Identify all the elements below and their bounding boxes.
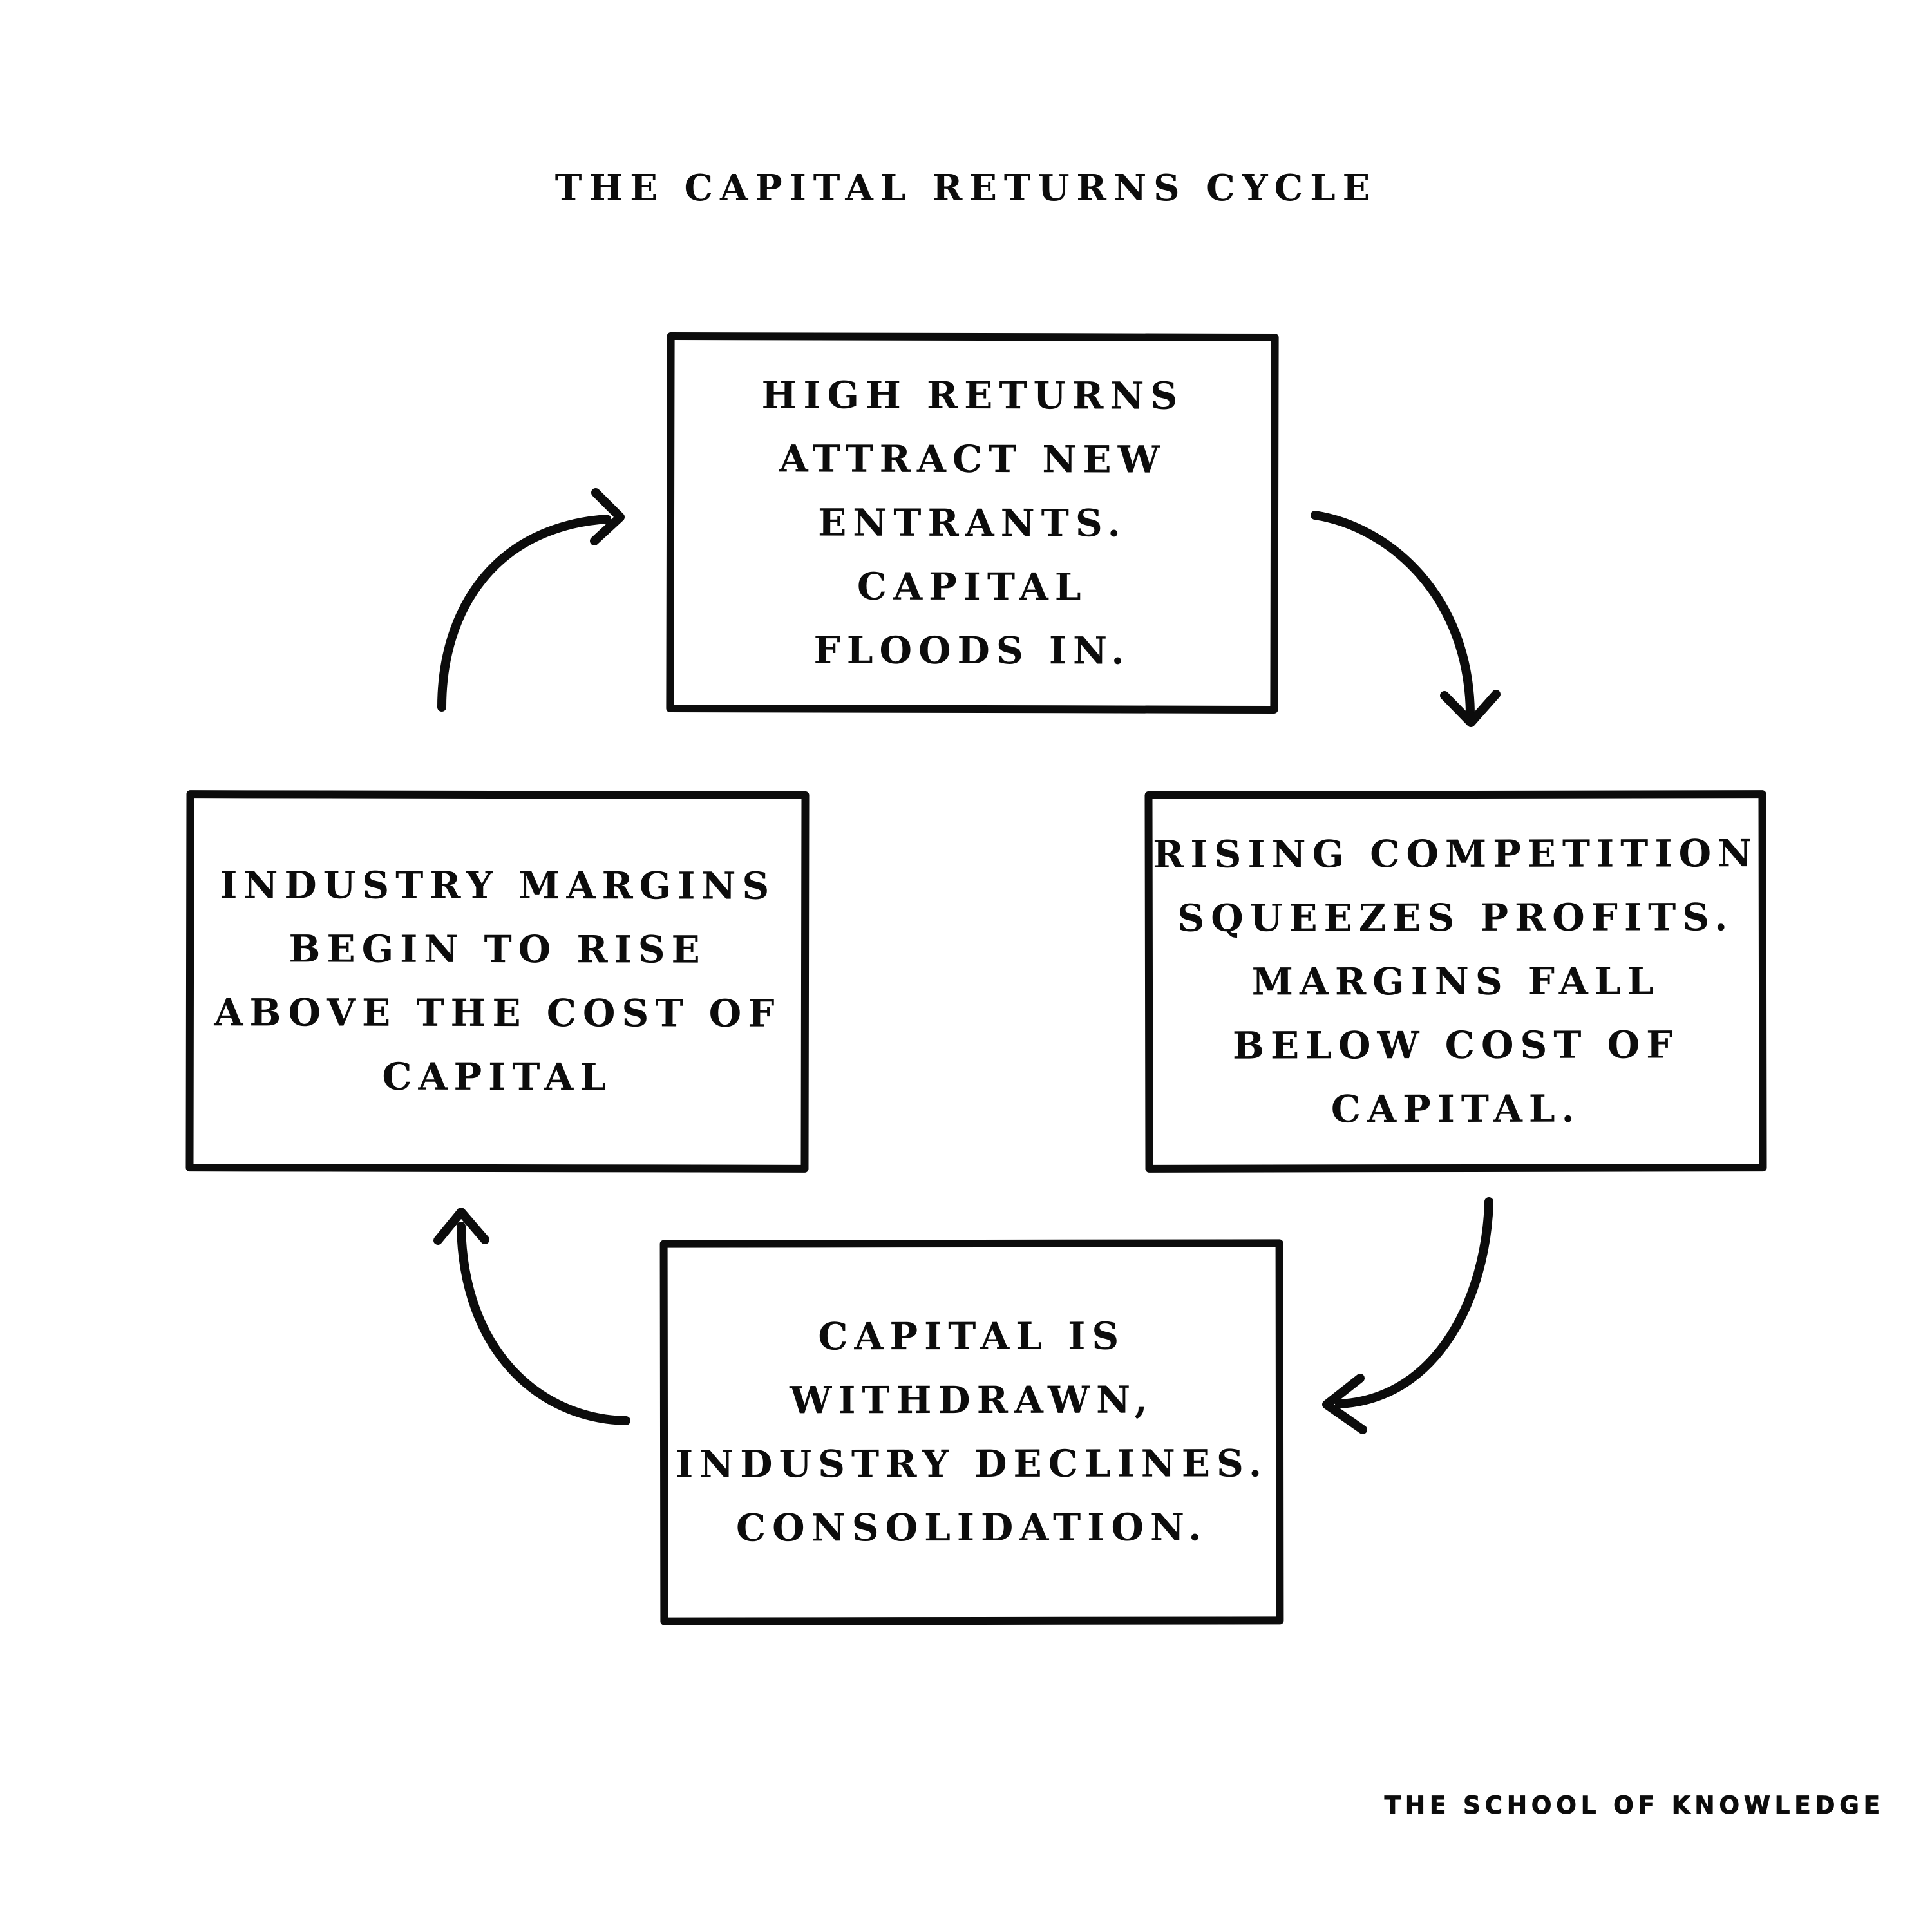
cycle-box-industry-margins-text: INDUSTRY MARGINS BEGIN TO RISE ABOVE THE… (214, 863, 781, 1099)
arrow-right-to-bottom-icon (1322, 1197, 1493, 1434)
arrow-top-to-right-icon (1311, 511, 1501, 727)
cycle-box-high-returns: HIGH RETURNS ATTRACT NEW ENTRANTS. CAPIT… (666, 332, 1279, 714)
cycle-box-capital-withdrawn-text: CAPITAL IS WITHDRAWN, INDUSTRY DECLINES.… (676, 1314, 1269, 1550)
arrow-left-to-top-head (590, 488, 625, 545)
arrow-right-to-bottom-head (1322, 1374, 1367, 1434)
arrow-top-to-right-head (1440, 690, 1501, 727)
arrow-right-to-bottom-curve (1335, 1197, 1493, 1408)
footer-brand: THE SCHOOL OF KNOWLEDGE (1384, 1792, 1884, 1820)
arrow-left-to-top-icon (437, 488, 625, 712)
cycle-box-rising-competition: RISING COMPETITION SQUEEZES PROFITS. MAR… (1144, 790, 1767, 1173)
cycle-box-industry-margins: INDUSTRY MARGINS BEGIN TO RISE ABOVE THE… (185, 790, 810, 1173)
cycle-box-rising-competition-text: RISING COMPETITION SQUEEZES PROFITS. MAR… (1153, 831, 1759, 1131)
arrow-bottom-to-left-head (433, 1208, 489, 1245)
cycle-box-capital-withdrawn: CAPITAL IS WITHDRAWN, INDUSTRY DECLINES.… (659, 1239, 1284, 1625)
arrow-bottom-to-left-curve (457, 1222, 630, 1425)
diagram-title: THE CAPITAL RETURNS CYCLE (554, 167, 1378, 209)
arrow-bottom-to-left-icon (433, 1208, 630, 1425)
arrow-left-to-top-curve (437, 515, 611, 712)
arrow-top-to-right-curve (1311, 511, 1475, 717)
cycle-box-high-returns-text: HIGH RETURNS ATTRACT NEW ENTRANTS. CAPIT… (761, 372, 1184, 673)
